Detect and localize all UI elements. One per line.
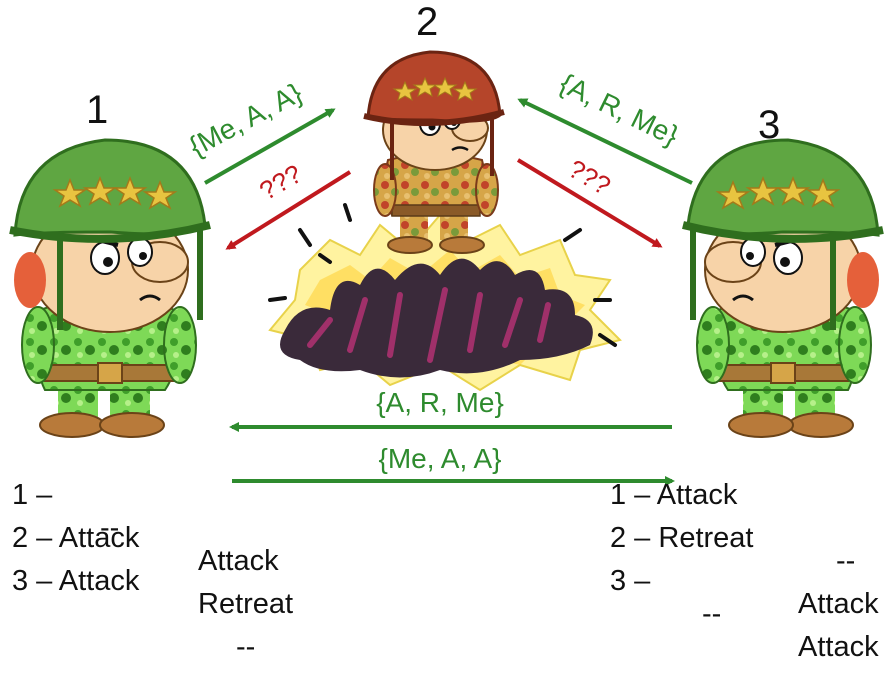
arrow-icon: [517, 98, 693, 185]
table-row: 3 – Attack --: [12, 532, 255, 697]
soldier-icon: [9, 138, 211, 438]
row-label: 3 – Attack: [12, 565, 140, 597]
message-g3-to-g1: {A, R, Me}: [376, 387, 504, 418]
diagram-canvas: {Me, A, A} {A, R, Me} ??? ??? {A, R, Me}…: [9, 50, 884, 486]
row-cell: --: [100, 512, 120, 544]
general-1-number: 1: [86, 88, 109, 132]
message-g3-to-g2: {A, R, Me}: [555, 68, 683, 152]
row-cell: Attack: [198, 545, 279, 577]
explosion-icon: [268, 203, 622, 392]
row-cell: Retreat: [198, 588, 294, 620]
left-decision-table: 1 – -- Attack 2 – Attack Retreat 3 – Att…: [12, 446, 312, 663]
row-label: 1 –: [12, 479, 53, 511]
general-2-number: 2: [416, 0, 439, 44]
row-cell: --: [836, 545, 856, 577]
message-g2-to-g1: ???: [254, 158, 307, 206]
message-g1-to-g2: {Me, A, A}: [184, 77, 307, 162]
row-label: 2 – Attack: [12, 522, 140, 554]
arrow-icon: [225, 170, 352, 250]
arrow-icon: [516, 158, 663, 248]
row-label: 2 – Retreat: [610, 522, 754, 554]
table-row: 3 – -- Attack: [610, 532, 879, 697]
arrow-icon: [204, 108, 336, 185]
row-cell: Attack: [798, 588, 879, 620]
right-decision-table: 1 – Attack -- 2 – Retreat Attack 3 – -- …: [610, 446, 893, 663]
message-g1-to-g3: {Me, A, A}: [379, 443, 502, 474]
soldier-icon: [363, 50, 505, 254]
row-cell: Attack: [798, 631, 879, 663]
table-row: 1 – Attack --: [610, 446, 855, 611]
row-label: 1 – Attack: [610, 479, 738, 511]
general-3-number: 3: [758, 103, 781, 147]
soldier-icon: [682, 138, 884, 438]
byzantine-generals-diagram: {Me, A, A} {A, R, Me} ??? ??? {A, R, Me}…: [9, 0, 893, 663]
row-cell: --: [236, 631, 256, 663]
row-cell: --: [702, 598, 722, 630]
row-label: 3 –: [610, 565, 651, 597]
